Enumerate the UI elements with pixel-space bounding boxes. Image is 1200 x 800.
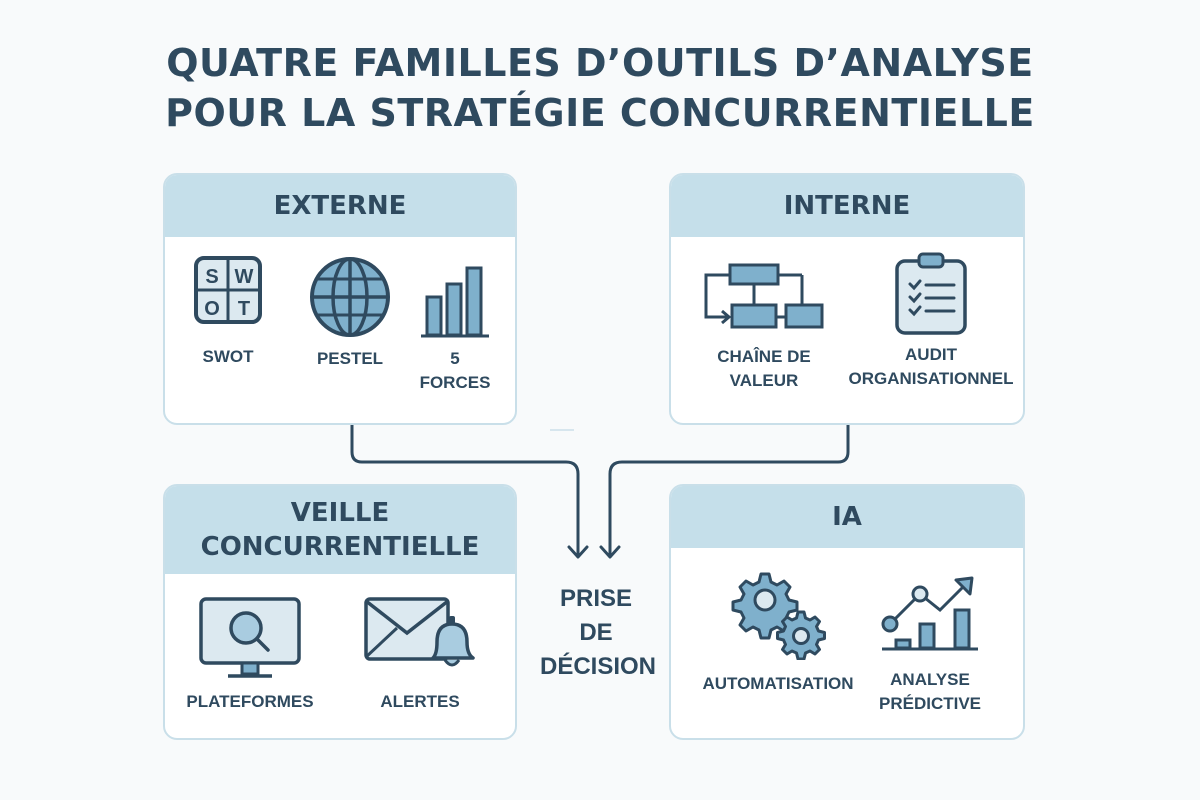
svg-text:T: T: [238, 298, 250, 320]
tool-alertes: ALERTES: [355, 596, 485, 714]
decision-line-3: DÉCISION: [540, 653, 657, 680]
card-ia-title: IA: [832, 502, 862, 532]
tool-pestel-label: PESTEL: [316, 349, 384, 368]
card-ia: IA AUTOMATISATION: [669, 484, 1025, 740]
tool-analyse-predictive: ANALYSE PRÉDICTIVE: [865, 576, 995, 716]
tool-analyse-label-1: ANALYSE: [890, 670, 970, 689]
decision-line-1: PRISE: [559, 585, 633, 612]
arrow-from-externe: [350, 423, 580, 558]
tool-analyse-label-2: PRÉDICTIVE: [878, 694, 982, 713]
card-externe: EXTERNE S W O T SWOT PESTE: [163, 173, 517, 425]
tool-5-forces-label-1: 5: [450, 349, 460, 368]
flowchart-icon: [704, 263, 824, 329]
clipboard-checklist-icon: [895, 252, 967, 335]
title-line-1: QUATRE FAMILLES D’OUTILS D’ANALYSE: [166, 41, 1034, 85]
card-veille-title-1: VEILLE: [290, 498, 390, 528]
tool-audit-label-1: AUDIT: [905, 345, 957, 364]
svg-text:W: W: [235, 266, 254, 288]
tool-swot: S W O T SWOT: [193, 255, 263, 369]
tool-5-forces: 5 FORCES: [415, 265, 495, 395]
page-title: QUATRE FAMILLES D’OUTILS D’ANALYSE POUR …: [0, 38, 1200, 138]
title-line-2: POUR LA STRATÉGIE CONCURRENTIELLE: [165, 91, 1035, 135]
tool-automatisation: AUTOMATISATION: [685, 570, 871, 696]
card-veille-concurrentielle: VEILLE CONCURRENTIELLE PLATEFORMES: [163, 484, 517, 740]
gears-icon: [731, 572, 826, 660]
decision-line-2: DE: [579, 619, 613, 646]
card-veille-title-2: CONCURRENTIELLE: [200, 532, 480, 562]
tool-plateformes: PLATEFORMES: [175, 596, 325, 714]
tool-pestel: PESTEL: [305, 257, 395, 371]
tool-chaine-label-2: VALEUR: [729, 371, 799, 390]
bar-chart-icon: [421, 266, 489, 338]
monitor-search-icon: [199, 597, 301, 678]
card-veille-header: VEILLE CONCURRENTIELLE: [165, 486, 515, 574]
card-externe-title: EXTERNE: [273, 191, 407, 221]
card-interne: INTERNE CHAÎNE DE VALEUR: [669, 173, 1025, 425]
tool-automatisation-label: AUTOMATISATION: [702, 674, 854, 693]
decision-label: PRISE DE DÉCISION: [540, 582, 657, 684]
arrow-from-interne: [608, 423, 850, 558]
swot-grid-icon: S W O T: [194, 256, 262, 324]
card-externe-header: EXTERNE: [165, 175, 515, 237]
tool-alertes-label: ALERTES: [380, 692, 460, 711]
card-interne-header: INTERNE: [671, 175, 1023, 237]
tool-audit-organisationnel: AUDIT ORGANISATIONNEL: [843, 251, 1019, 391]
tool-chaine-label-1: CHAÎNE DE: [717, 347, 811, 366]
svg-text:S: S: [205, 266, 218, 288]
card-ia-header: IA: [671, 486, 1023, 548]
tool-plateformes-label: PLATEFORMES: [186, 692, 314, 711]
tool-swot-label: SWOT: [202, 347, 254, 366]
envelope-bell-icon: [364, 597, 475, 667]
svg-text:O: O: [204, 298, 220, 320]
trend-chart-icon: [881, 576, 978, 651]
globe-icon: [310, 257, 390, 337]
card-interne-title: INTERNE: [783, 191, 911, 221]
tool-audit-label-2: ORGANISATIONNEL: [848, 369, 1014, 388]
tool-chaine-de-valeur: CHAÎNE DE VALEUR: [699, 259, 829, 393]
tool-5-forces-label-2: FORCES: [419, 373, 491, 392]
